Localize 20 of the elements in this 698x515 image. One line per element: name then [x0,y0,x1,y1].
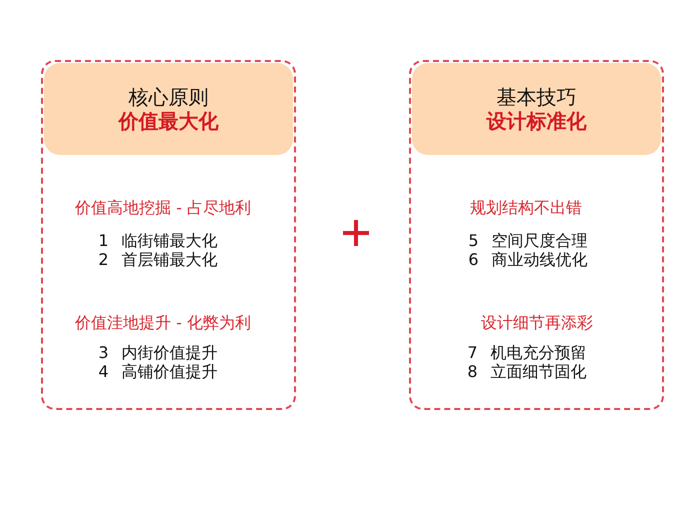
section-heading: 设计细节再添彩 [481,312,593,332]
list-item: 8 立面细节固化 [467,362,587,380]
header-box [44,63,293,155]
dashed-panel [409,60,664,410]
list-item: 4 高铺价值提升 [98,362,218,380]
section-heading: 价值洼地提升 - 化弊为利 [75,312,251,332]
header-title: 核心原则 [128,85,208,109]
header-subtitle: 价值最大化 [118,109,218,133]
header-title: 基本技巧 [496,85,576,109]
dashed-panel [41,60,296,410]
section-heading: 规划结构不出错 [470,198,582,216]
section-heading: 价值高地挖掘 - 占尽地利 [75,198,251,216]
list-item: 2 首层铺最大化 [98,250,218,268]
header-subtitle: 设计标准化 [486,109,586,133]
list-item: 6 商业动线优化 [468,250,588,268]
list-item: 1 临街铺最大化 [98,230,218,250]
list-item: 5 空间尺度合理 [468,230,588,250]
list-item: 3 内街价值提升 [98,342,218,362]
header-box [412,63,661,155]
list-item: 7 机电充分预留 [467,342,587,362]
